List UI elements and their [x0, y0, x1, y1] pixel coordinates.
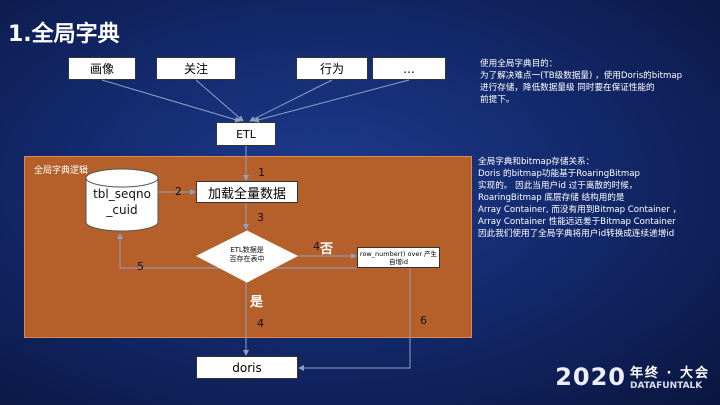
source-box-more: ...	[372, 57, 446, 80]
load-full-data-box: 加载全量数据	[196, 181, 298, 203]
step-2-label: 2	[175, 185, 182, 198]
panel-label: 全局字典逻辑	[34, 166, 89, 176]
no-label: 否	[320, 242, 334, 257]
decision-line1: ETL数据是	[230, 246, 264, 254]
database-cylinder-icon	[85, 168, 159, 232]
row-number-line2: 自增id	[389, 257, 408, 266]
step-1-label: 1	[258, 166, 265, 179]
purpose-note: 使用全局字典目的： 为了解决难点一(TB级数据量) ，使用Doris的bitma…	[480, 59, 683, 105]
step-3-label: 3	[257, 211, 264, 224]
table-name: tbl_seqno _cuid	[86, 186, 158, 218]
slide-title: 1.全局字典	[8, 22, 120, 47]
logo-year: 2020	[555, 362, 626, 391]
step-5-label: 5	[137, 260, 144, 273]
bitmap-relation-note: 全局字典和bitmap存储关系： Doris 的bitmap功能基于Roarin…	[478, 157, 682, 239]
table-name-line1: tbl_seqno	[93, 187, 151, 201]
row-number-box: row_number() over 产生 自增id	[357, 247, 440, 268]
decision-line2: 否存在表中	[229, 255, 265, 263]
decision-text: ETL数据是 否存在表中	[210, 246, 284, 264]
logo-cn: 年终 · 大会	[630, 366, 710, 381]
source-box-behavior: 行为	[296, 57, 368, 80]
yes-label: 是	[250, 295, 264, 310]
source-box-portrait: 画像	[68, 57, 136, 80]
table-name-line2: _cuid	[106, 203, 138, 217]
doris-box: doris	[196, 356, 298, 379]
source-box-follow: 关注	[156, 57, 236, 80]
decision-diamond	[196, 230, 298, 283]
step-6-label: 6	[420, 314, 427, 327]
etl-box: ETL	[216, 122, 276, 146]
step-4-yes-label: 4	[257, 317, 264, 330]
step-4-no-label: 4	[313, 240, 320, 253]
row-number-line1: row_number() over 产生	[359, 249, 438, 258]
logo-en: DATAFUNTALK	[630, 381, 703, 391]
